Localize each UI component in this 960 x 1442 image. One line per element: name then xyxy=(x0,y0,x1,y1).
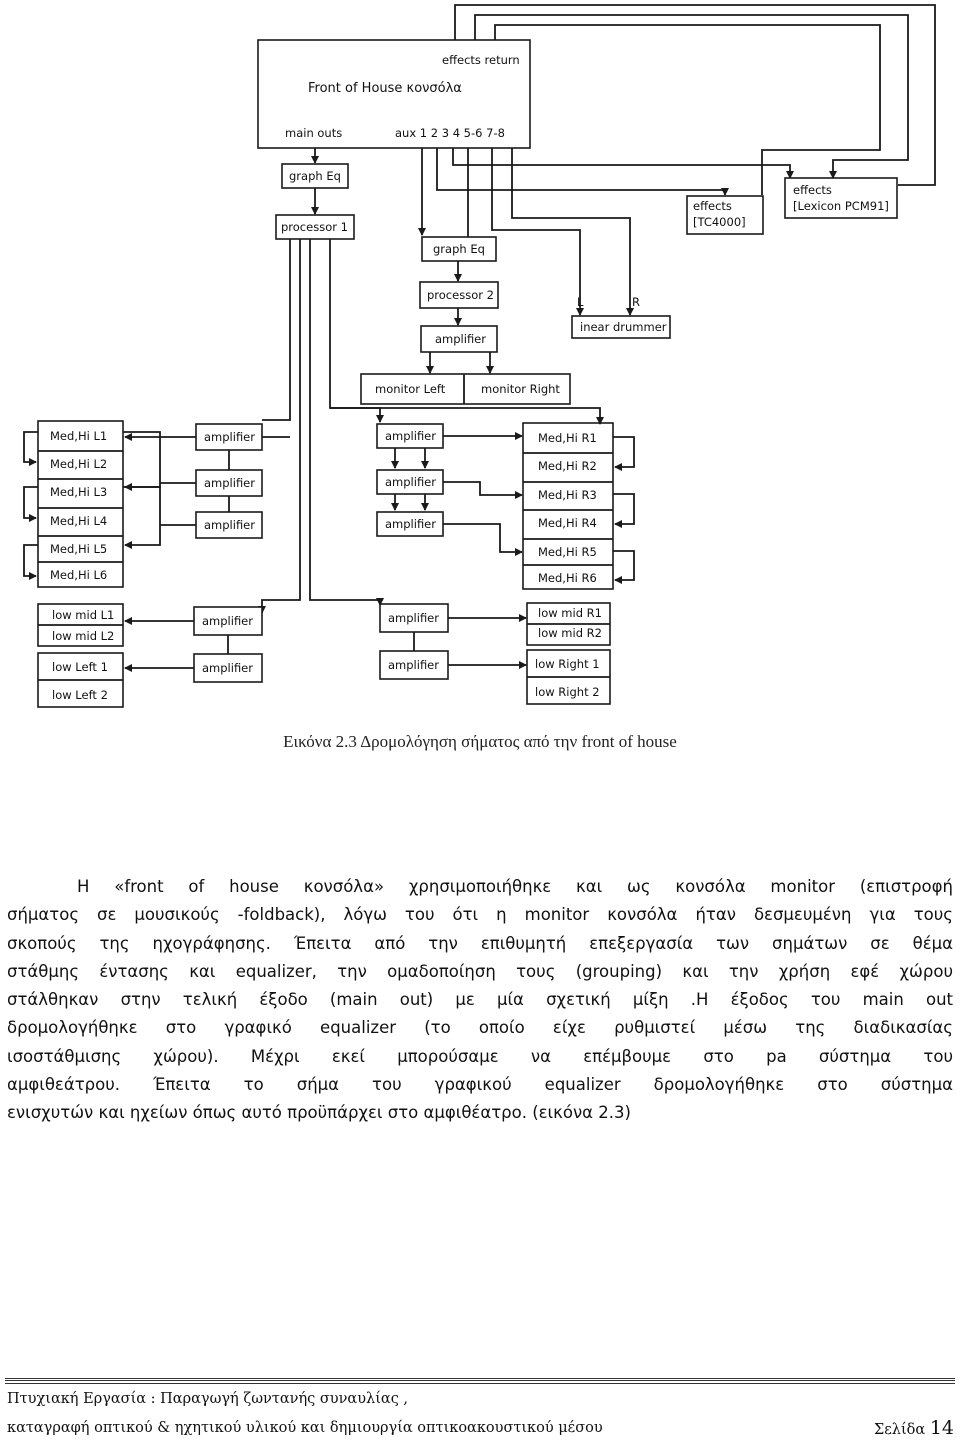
effects-tc-line1: effects xyxy=(693,199,732,213)
left-speaker-label: Med,Hi L3 xyxy=(50,485,107,499)
amplifier-center-box xyxy=(376,423,444,449)
right-chain-wire xyxy=(613,493,635,528)
body-paragraph: Η «front of house κονσόλα» χρησιμοποιήθη… xyxy=(7,873,953,1128)
amplifier-center-low: amplifier xyxy=(388,611,439,625)
effects-return-wires xyxy=(454,4,936,195)
right-speaker-label: Med,Hi R6 xyxy=(538,571,597,585)
left-feed-wire xyxy=(123,431,161,491)
processor-1: processor 1 xyxy=(281,220,348,234)
amplifier-left: amplifier xyxy=(204,476,255,490)
paragraph-line: στάλθηκαν στην τελική έξοδο (main out) μ… xyxy=(7,990,953,1010)
footer-rule-thin xyxy=(5,1383,955,1384)
effects-units: effects [TC4000] effects [Lexicon PCM91] xyxy=(686,177,898,235)
paragraph-line: στάθμης έντασης και equalizer, την ομαδο… xyxy=(7,961,953,981)
paragraph-line: δρομολογήθηκε στο γραφικό equalizer (το … xyxy=(7,1018,953,1038)
right-low-label: low mid R1 xyxy=(538,606,602,620)
amplifier-center: amplifier xyxy=(385,429,436,443)
processor-2: processor 2 xyxy=(427,288,494,302)
footer-title-line2: καταγραφή οπτικού & ηχητικού υλικού και … xyxy=(7,1420,603,1436)
effects-lexicon-line2: [Lexicon PCM91] xyxy=(793,199,889,213)
main-outs-label: main outs xyxy=(285,126,342,140)
left-chain-wire xyxy=(23,486,38,522)
left-speaker-label: Med,Hi L4 xyxy=(50,514,107,528)
right-low-label: low Right 2 xyxy=(535,685,600,699)
left-low-label: low Left 2 xyxy=(52,688,108,702)
inear-r: R xyxy=(632,295,640,309)
left-chain: graph Eq processor 1 xyxy=(258,163,384,614)
amplifier-left-box xyxy=(195,511,263,539)
right-speaker-label: Med,Hi R3 xyxy=(538,488,597,502)
left-low-label: low Left 1 xyxy=(52,660,108,674)
amplifier-left-low-box xyxy=(193,606,263,636)
left-medhi-column xyxy=(37,420,124,588)
footer-rule xyxy=(5,1378,955,1381)
paragraph-line: ισοστάθμισης χώρου). Μέχρι εκεί μπορούσα… xyxy=(7,1046,953,1066)
left-low-label: low mid L1 xyxy=(52,608,114,622)
amplifier-center-box xyxy=(376,511,444,537)
inear-drummer: L R inear drummer xyxy=(571,295,671,339)
left-chain-wire xyxy=(23,544,38,580)
effects-return-label: effects return xyxy=(442,53,520,67)
left-speaker-label: Med,Hi L1 xyxy=(50,429,107,443)
console-title: Front of House κονσόλα xyxy=(308,81,462,96)
right-chain-wire xyxy=(613,436,635,471)
amplifier-monitor: amplifier xyxy=(435,332,486,346)
amplifier-left: amplifier xyxy=(204,518,255,532)
paragraph-line: σκοπούς της ηχογράφησης. Έπειτα από την … xyxy=(7,933,953,953)
right-chain-wire xyxy=(613,550,635,584)
monitor-left: monitor Left xyxy=(375,382,446,396)
aux-label: aux 1 2 3 4 5-6 7-8 xyxy=(395,126,505,140)
graph-eq-2: graph Eq xyxy=(433,242,485,256)
inear-l: L xyxy=(577,295,584,309)
paragraph-line: Η «front of house κονσόλα» χρησιμοποιήθη… xyxy=(77,877,953,896)
amplifier-left-low-box xyxy=(193,653,263,683)
amplifier-center: amplifier xyxy=(385,517,436,531)
left-feed-wire xyxy=(123,486,161,549)
right-speaker-label: Med,Hi R1 xyxy=(538,431,597,445)
left-low-label: low mid L2 xyxy=(52,629,114,643)
amp-out xyxy=(443,523,523,556)
foh-console: effects return Front of House κονσόλα ma… xyxy=(257,39,531,149)
paragraph-line: αμφιθεάτρου. Έπειτα το σήμα του γραφικού… xyxy=(7,1075,953,1095)
signal-routing-diagram: effects return Front of House κονσόλα ma… xyxy=(23,4,936,708)
amp-out xyxy=(443,481,523,499)
graph-eq-1: graph Eq xyxy=(289,169,341,183)
right-medhi-column xyxy=(522,422,614,590)
page-number-value: 14 xyxy=(929,1417,954,1439)
right-speaker-label: Med,Hi R5 xyxy=(538,545,597,559)
right-speaker-label: Med,Hi R4 xyxy=(538,516,597,530)
aux-output-wires xyxy=(311,148,794,316)
left-speaker-label: Med,Hi L6 xyxy=(50,568,107,582)
speaker-system: Med,Hi L1 Med,Hi L2 Med,Hi L3 Med,Hi L4 Med,… xyxy=(23,420,635,708)
left-speaker-label: Med,Hi L2 xyxy=(50,457,107,471)
figure-caption: Εικόνα 2.3 Δρομολόγηση σήματος από την f… xyxy=(283,732,677,751)
paragraph-line: ενισχυτών και ηχείων όπως αυτό προϋπάρχε… xyxy=(7,1103,631,1123)
paragraph-line: σήματος σε μουσικούς -foldback), λόγω το… xyxy=(7,905,953,925)
page-label: Σελίδα xyxy=(874,1422,926,1438)
amplifier-center-box xyxy=(376,469,444,495)
amplifier-center: amplifier xyxy=(385,475,436,489)
right-low-label: low mid R2 xyxy=(538,626,602,640)
right-speaker-label: Med,Hi R2 xyxy=(538,459,597,473)
amplifier-left: amplifier xyxy=(204,430,255,444)
effects-lexicon-line1: effects xyxy=(793,183,832,197)
left-speaker-label: Med,Hi L5 xyxy=(50,542,107,556)
amplifier-left-low: amplifier xyxy=(202,614,253,628)
left-chain-wire xyxy=(23,431,38,466)
effects-tc-line2: [TC4000] xyxy=(693,215,746,229)
right-low-label: low Right 1 xyxy=(535,657,600,671)
inear-label: inear drummer xyxy=(580,320,667,334)
monitor-right: monitor Right xyxy=(481,382,560,396)
amplifier-left-low: amplifier xyxy=(202,661,253,675)
footer-title-line1: Πτυχιακή Εργασία : Παραγωγή ζωντανής συν… xyxy=(7,1391,409,1407)
amplifier-center-low: amplifier xyxy=(388,658,439,672)
page-number: Σελίδα 14 xyxy=(874,1417,954,1439)
monitor-chain: graph Eq processor 2 amplifier monitor L… xyxy=(360,236,571,405)
amplifier-left-box xyxy=(195,423,263,451)
